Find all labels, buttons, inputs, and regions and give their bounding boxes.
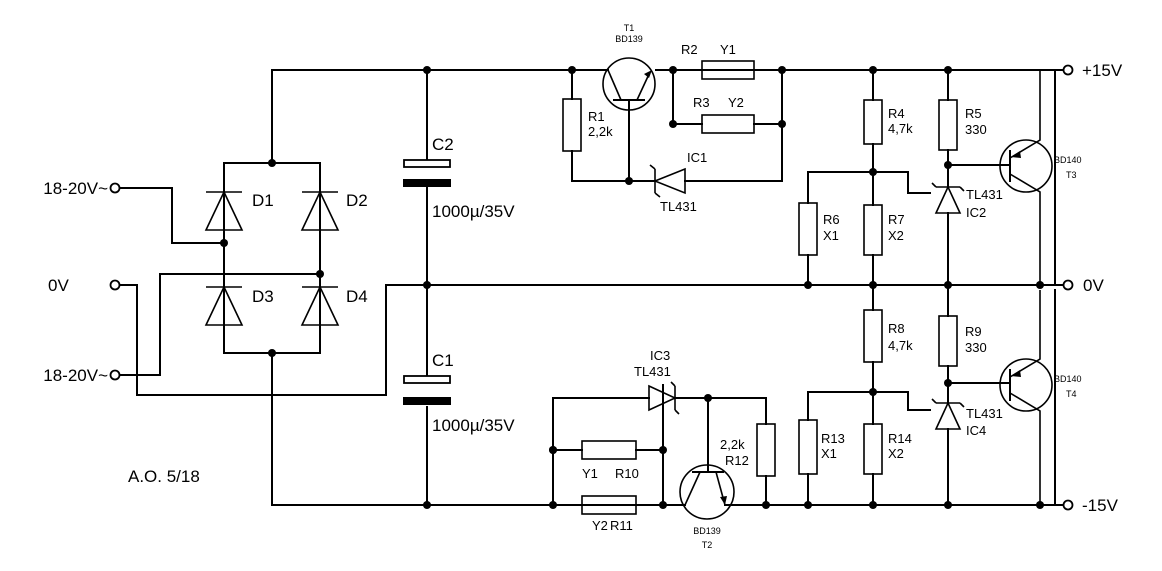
regulator-ic1: IC1 TL431 xyxy=(649,150,707,214)
regulator-ic3: IC3 TL431 xyxy=(634,348,686,415)
regulator-ic3-name: IC3 xyxy=(650,348,670,363)
terminal-out-pos-label: +15V xyxy=(1082,61,1123,80)
regulator-ic2: TL431 IC2 xyxy=(931,182,1003,220)
regulator-ic4: TL431 IC4 xyxy=(931,398,1003,438)
diode-d2: D2 xyxy=(300,190,368,231)
resistor-r12-value: 2,2k xyxy=(720,437,745,452)
transistor-t3-name: T3 xyxy=(1066,170,1077,180)
terminal-in-mid: 0V xyxy=(48,276,121,295)
resistor-r14-value: X2 xyxy=(888,446,904,461)
resistor-r8-value: 4,7k xyxy=(888,338,913,353)
resistor-r1-value: 2,2k xyxy=(588,124,613,139)
terminal-in-bot-label: 18-20V~ xyxy=(43,366,108,385)
transistor-t4-type: BD140 xyxy=(1054,374,1082,384)
resistor-r4: R4 4,7k xyxy=(863,99,913,145)
terminal-out-gnd: 0V xyxy=(1062,276,1104,295)
resistor-r10: Y1 R10 xyxy=(581,440,639,481)
terminal-in-bot: 18-20V~ xyxy=(43,366,121,385)
resistor-r7-value: X2 xyxy=(888,228,904,243)
resistor-r7: R7 X2 xyxy=(863,204,905,256)
transistor-t3-type: BD140 xyxy=(1054,155,1082,165)
terminal-in-top: 18-20V~ xyxy=(43,179,121,198)
transistor-t2-type: BD139 xyxy=(693,526,721,536)
resistor-r11-name: R11 xyxy=(610,518,633,533)
terminal-out-pos: +15V xyxy=(1062,61,1123,80)
resistor-r2-name: R2 xyxy=(681,42,698,57)
capacitor-c1-value: 1000µ/35V xyxy=(432,416,515,435)
diode-d4-label: D4 xyxy=(346,287,368,306)
resistor-r10-value: Y1 xyxy=(582,466,598,481)
resistor-r14: R14 X2 xyxy=(863,423,912,475)
resistor-r2-value: Y1 xyxy=(720,42,736,57)
resistor-r7-name: R7 xyxy=(888,212,905,227)
regulator-ic1-name: IC1 xyxy=(687,150,707,165)
regulator-ic4-name: IC4 xyxy=(966,423,986,438)
resistor-r14-name: R14 xyxy=(888,431,912,446)
transistor-t4: BD140 T4 xyxy=(999,290,1082,505)
resistor-r11: Y2 R11 xyxy=(581,495,637,533)
resistor-r12-name: R12 xyxy=(725,453,749,468)
resistor-r9: R9 330 xyxy=(938,315,987,367)
transistor-t1: T1 BD139 xyxy=(602,23,656,111)
regulator-ic1-type: TL431 xyxy=(660,199,697,214)
diode-d4: D4 xyxy=(300,285,368,326)
regulator-ic3-type: TL431 xyxy=(634,364,671,379)
diode-d2-label: D2 xyxy=(346,191,368,210)
diode-d1: D1 xyxy=(204,190,274,231)
terminal-in-top-label: 18-20V~ xyxy=(43,179,108,198)
resistor-r4-name: R4 xyxy=(888,106,905,121)
resistor-r12: 2,2k R12 xyxy=(720,423,776,477)
capacitor-c2-name: C2 xyxy=(432,135,454,154)
resistor-r4-value: 4,7k xyxy=(888,121,913,136)
resistor-r11-value: Y2 xyxy=(592,518,608,533)
terminal-in-mid-label: 0V xyxy=(48,276,69,295)
resistor-r3-value: Y2 xyxy=(728,95,744,110)
capacitor-c2-value: 1000µ/35V xyxy=(432,202,515,221)
terminal-out-neg-label: -15V xyxy=(1082,496,1119,515)
resistor-r1-name: R1 xyxy=(588,109,605,124)
resistor-r13: R13 X1 xyxy=(798,419,845,475)
resistor-r2: R2 Y1 xyxy=(681,42,755,80)
junction-dots xyxy=(220,66,1044,509)
resistor-r6-name: R6 xyxy=(823,212,840,227)
resistor-r6-value: X1 xyxy=(823,228,839,243)
resistor-r9-name: R9 xyxy=(965,324,982,339)
resistor-r6: R6 X1 xyxy=(798,202,840,256)
resistor-r8: R8 4,7k xyxy=(863,309,913,363)
terminal-out-gnd-label: 0V xyxy=(1083,276,1104,295)
resistor-r9-value: 330 xyxy=(965,340,987,355)
resistor-r1: R1 2,2k xyxy=(562,98,613,152)
resistor-r13-value: X1 xyxy=(821,446,837,461)
terminal-out-neg: -15V xyxy=(1062,496,1119,515)
transistor-t4-name: T4 xyxy=(1066,389,1077,399)
resistor-r3: R3 Y2 xyxy=(693,95,755,134)
resistor-r13-name: R13 xyxy=(821,431,845,446)
transistor-t3: BD140 T3 xyxy=(999,70,1082,285)
resistor-r5-name: R5 xyxy=(965,106,982,121)
transistor-t1-type: BD139 xyxy=(615,34,643,44)
resistor-r5: R5 330 xyxy=(938,99,987,151)
capacitor-c2: C2 1000µ/35V xyxy=(403,135,515,221)
capacitor-c1-name: C1 xyxy=(432,351,454,370)
signature: A.O. 5/18 xyxy=(128,467,200,486)
resistor-r3-name: R3 xyxy=(693,95,710,110)
capacitor-c1: C1 1000µ/35V xyxy=(403,351,515,435)
resistor-r10-name: R10 xyxy=(615,466,639,481)
diode-d1-label: D1 xyxy=(252,191,274,210)
transistor-t2-name: T2 xyxy=(702,540,713,550)
wiring xyxy=(119,69,1065,506)
diode-d3-label: D3 xyxy=(252,287,274,306)
diode-d3: D3 xyxy=(204,285,274,326)
regulator-ic2-type: TL431 xyxy=(966,187,1003,202)
resistor-r8-name: R8 xyxy=(888,321,905,336)
regulator-ic4-type: TL431 xyxy=(966,406,1003,421)
regulator-ic2-name: IC2 xyxy=(966,205,986,220)
transistor-t2: BD139 T2 xyxy=(679,464,735,550)
resistor-r5-value: 330 xyxy=(965,122,987,137)
transistor-t1-name: T1 xyxy=(624,23,635,33)
